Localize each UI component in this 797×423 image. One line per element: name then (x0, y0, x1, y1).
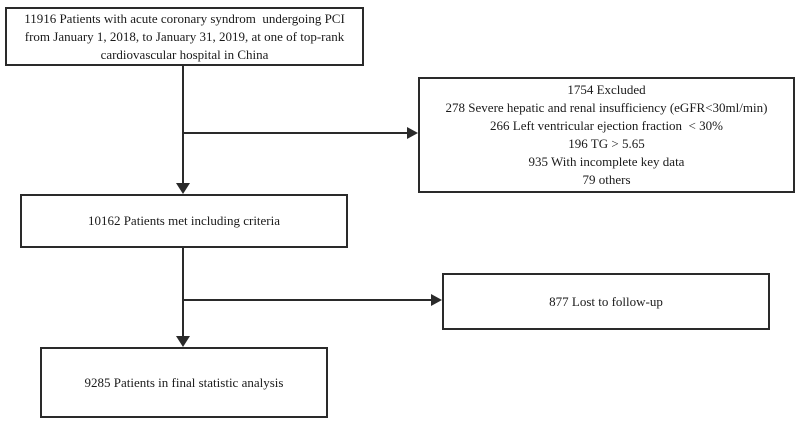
connector-met-to-final-arrowhead-down-icon (176, 336, 190, 347)
connector-initial-to-met-arrowhead-down-icon (176, 183, 190, 194)
connector-initial-to-excluded-line (183, 132, 407, 134)
connector-initial-to-met-line (182, 66, 184, 184)
node-initial-line-3: cardiovascular hospital in China (100, 46, 269, 62)
node-lost-followup-line-1: 877 Lost to follow-up (549, 293, 663, 309)
node-excluded-line-4: 196 TG > 5.65 (568, 136, 645, 151)
node-excluded-line-6: 79 others (582, 172, 631, 187)
node-final-analysis: 9285 Patients in final statistic analysi… (40, 347, 328, 418)
node-met-criteria-line-1: 10162 Patients met including criteria (87, 213, 281, 228)
node-excluded: 1754 Excluded 278 Severe hepatic and ren… (418, 77, 795, 193)
node-excluded-line-5: 935 With incomplete key data (528, 154, 685, 169)
node-excluded-line-3: 266 Left ventricular ejection fraction <… (490, 118, 723, 133)
connector-met-to-lost-line (183, 299, 431, 301)
node-initial-line-2: from January 1, 2018, to January 31, 201… (24, 28, 345, 44)
node-initial-line-1: 11916 Patients with acute coronary syndr… (24, 10, 345, 26)
node-lost-followup: 877 Lost to follow-up (442, 273, 770, 330)
node-final-analysis-line-1: 9285 Patients in final statistic analysi… (84, 374, 284, 390)
node-excluded-line-2: 278 Severe hepatic and renal insufficien… (445, 100, 768, 115)
node-initial-patients: 11916 Patients with acute coronary syndr… (5, 7, 364, 66)
node-excluded-line-1: 1754 Excluded (567, 82, 646, 97)
connector-met-to-final-line (182, 248, 184, 337)
connector-met-to-lost-arrowhead-right-icon (431, 294, 442, 306)
node-met-criteria: 10162 Patients met including criteria (20, 194, 348, 248)
connector-initial-to-excluded-arrowhead-right-icon (407, 127, 418, 139)
